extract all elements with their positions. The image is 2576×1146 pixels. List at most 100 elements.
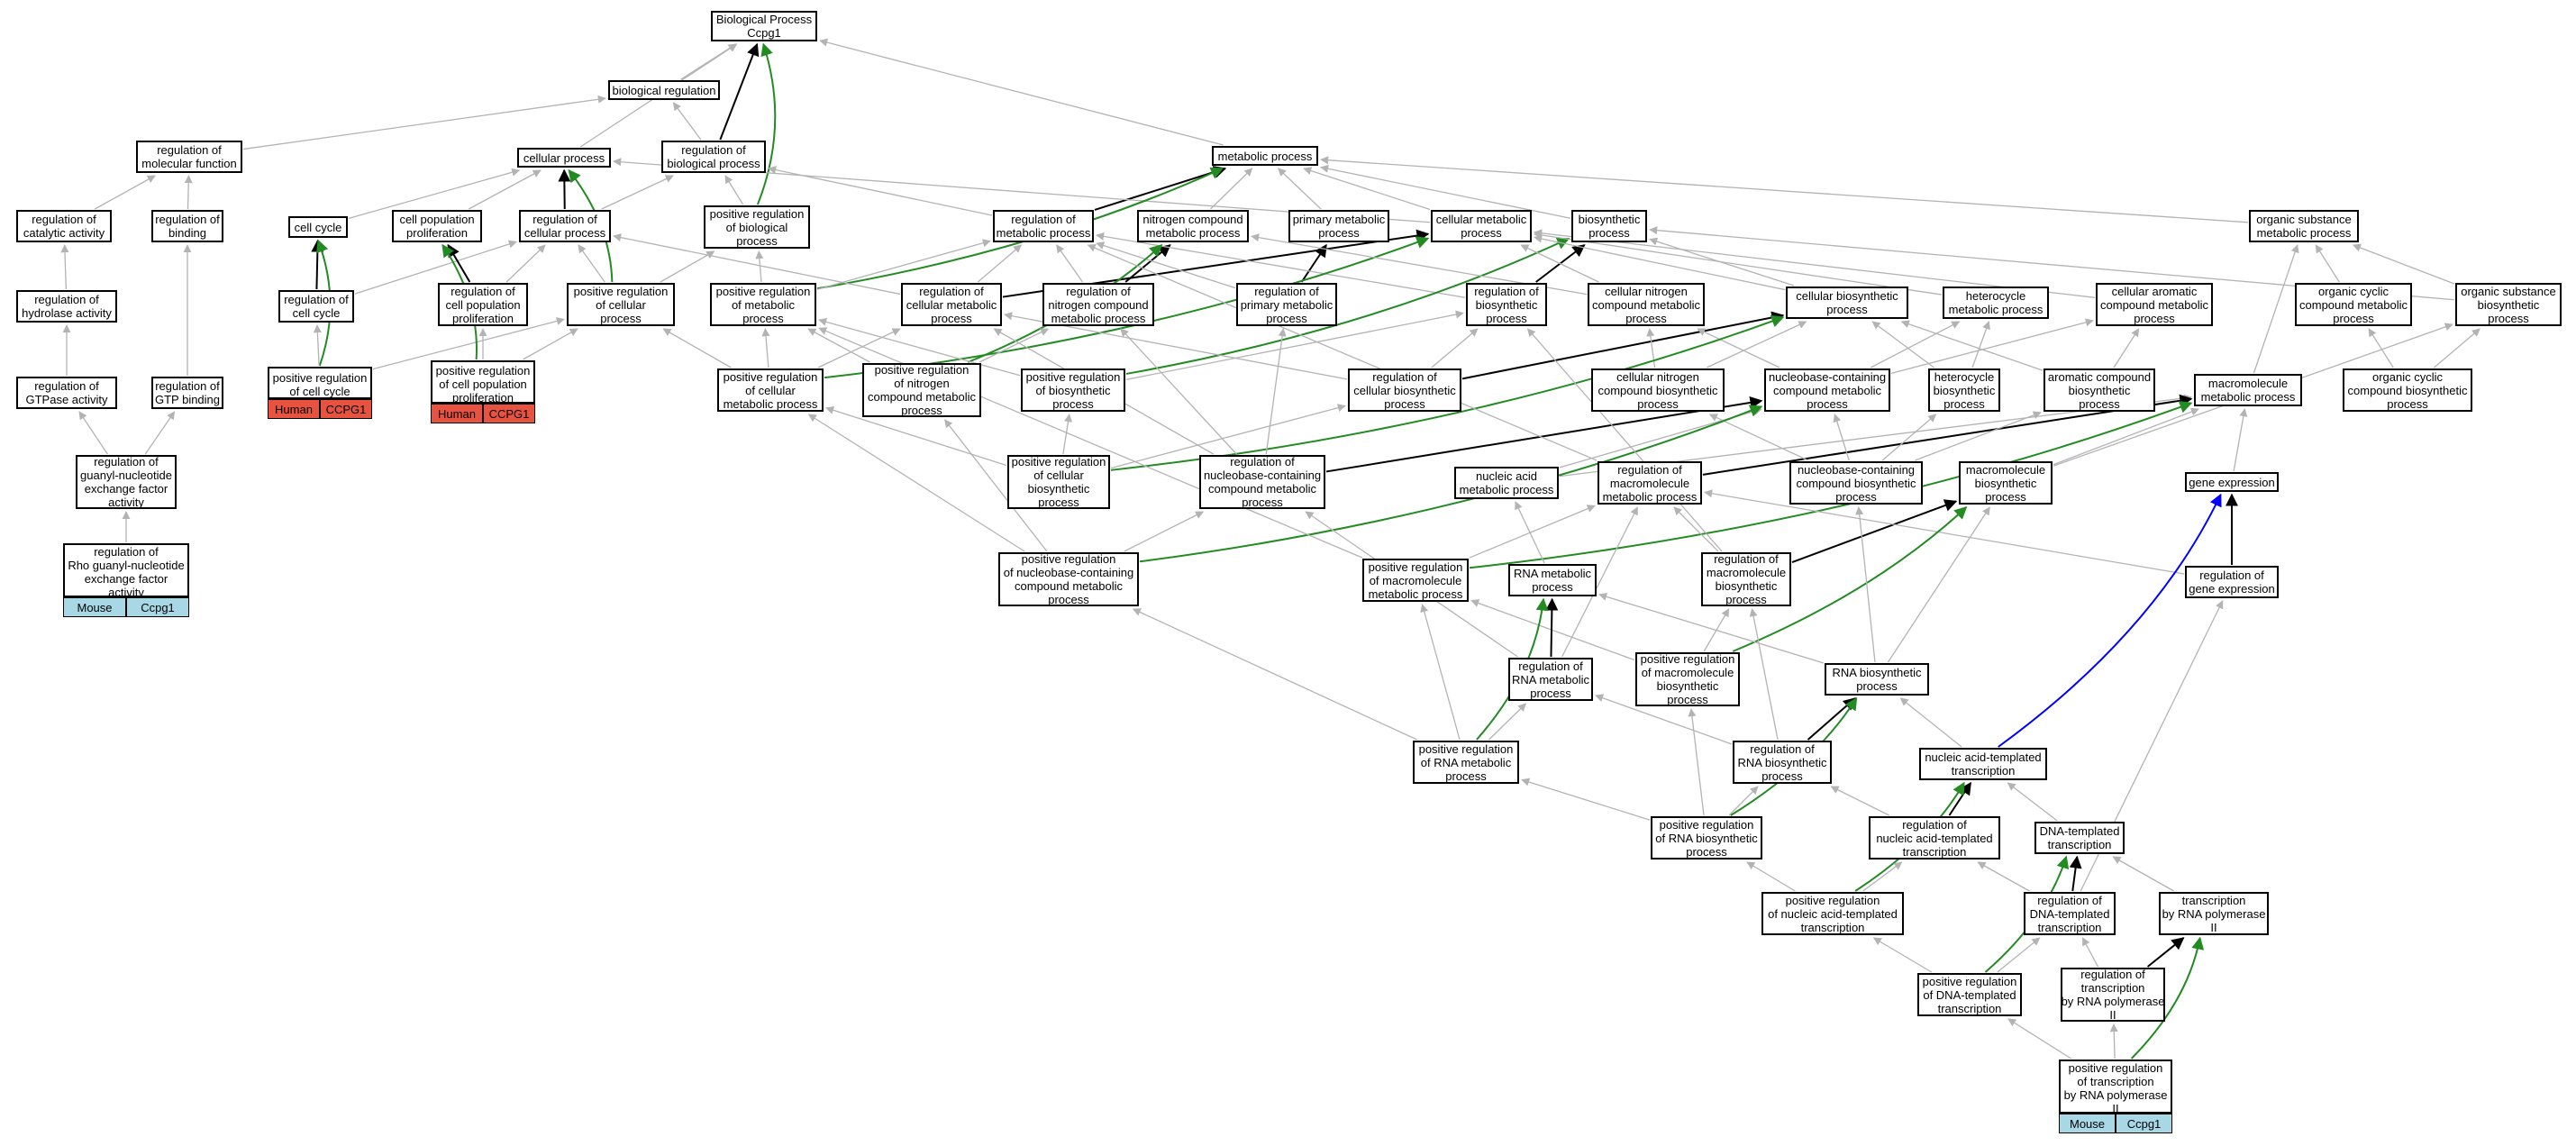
term-node-regulation-transcription-rna-polymerase-ii[interactable]: regulation of transcription by RNA polym… bbox=[2061, 968, 2165, 1022]
term-node-dna-templated-transcription[interactable]: DNA-templated transcription bbox=[2034, 822, 2125, 854]
term-node-regulation-macromolecule-metabolic-process[interactable]: regulation of macromolecule metabolic pr… bbox=[1597, 461, 1702, 505]
edge-is-a bbox=[601, 175, 674, 210]
species-tag: Mouse bbox=[2059, 1114, 2116, 1133]
term-node-regulation-catalytic-activity[interactable]: regulation of catalytic activity bbox=[16, 210, 112, 242]
edge-part-of bbox=[2146, 937, 2185, 968]
term-node-regulation-cellular-metabolic-process[interactable]: regulation of cellular metabolic process bbox=[901, 283, 1002, 326]
term-node-nucleobase-containing-compound-biosynthetic-process[interactable]: nucleobase-containing compound biosynthe… bbox=[1789, 461, 1923, 505]
term-node-regulation-biological-process[interactable]: regulation of biological process bbox=[661, 141, 766, 173]
term-node-regulation-nitrogen-compound-metabolic-process[interactable]: regulation of nitrogen compound metaboli… bbox=[1042, 283, 1154, 326]
term-node-cellular-aromatic-compound-metabolic-process[interactable]: cellular aromatic compound metabolic pro… bbox=[2096, 283, 2213, 326]
term-node-positive-regulation-nucleic-acid-templated-transcription[interactable]: positive regulation of nucleic acid-temp… bbox=[1761, 892, 1904, 935]
term-node-positive-regulation-transcription-rna-polymerase-ii[interactable]: positive regulation of transcription by … bbox=[2059, 1060, 2172, 1133]
term-node-nucleic-acid-metabolic-process[interactable]: nucleic acid metabolic process bbox=[1454, 467, 1559, 499]
term-node-organic-cyclic-compound-biosynthetic-process[interactable]: organic cyclic compound biosynthetic pro… bbox=[2343, 368, 2472, 412]
edge-is-a bbox=[1125, 310, 1464, 380]
term-node-positive-regulation-macromolecule-biosynthetic-process[interactable]: positive regulation of macromolecule bio… bbox=[1635, 652, 1740, 706]
term-node-biosynthetic-process[interactable]: biosynthetic process bbox=[1571, 210, 1647, 242]
term-node-cellular-metabolic-process[interactable]: cellular metabolic process bbox=[1431, 210, 1532, 242]
edge-is-a bbox=[662, 328, 732, 368]
edge-is-a bbox=[1900, 320, 2044, 371]
edge-is-a bbox=[1871, 321, 1934, 368]
term-node-nucleic-acid-templated-transcription[interactable]: nucleic acid-templated transcription bbox=[1919, 748, 2047, 780]
term-node-regulation-gtp-binding[interactable]: regulation of GTP binding bbox=[151, 377, 223, 409]
term-node-regulation-macromolecule-biosynthetic-process[interactable]: regulation of macromolecule biosynthetic… bbox=[1701, 552, 1791, 606]
term-node-nucleobase-containing-compound-metabolic-process[interactable]: nucleobase-containing compound metabolic… bbox=[1764, 368, 1890, 412]
term-node-positive-regulation-cellular-process[interactable]: positive regulation of cellular process bbox=[567, 283, 675, 326]
term-node-cellular-nitrogen-compound-metabolic-process[interactable]: cellular nitrogen compound metabolic pro… bbox=[1588, 283, 1705, 326]
term-node-cellular-nitrogen-compound-biosynthetic-process[interactable]: cellular nitrogen compound biosynthetic … bbox=[1591, 368, 1725, 412]
term-node-regulation-nucleic-acid-templated-transcription[interactable]: regulation of nucleic acid-templated tra… bbox=[1869, 816, 2000, 860]
term-label: Biological Process Ccpg1 bbox=[715, 13, 813, 40]
term-node-regulation-cell-cycle[interactable]: regulation of cell cycle bbox=[278, 290, 354, 323]
term-node-positive-regulation-nucleobase-containing-compound-metabolic-process[interactable]: positive regulation of nucleobase-contai… bbox=[998, 552, 1139, 606]
term-node-positive-regulation-rna-biosynthetic-process[interactable]: positive regulation of RNA biosynthetic … bbox=[1651, 816, 1762, 860]
term-node-regulation-molecular-function[interactable]: regulation of molecular function bbox=[136, 141, 242, 173]
term-node-regulation-hydrolase-activity[interactable]: regulation of hydrolase activity bbox=[16, 290, 117, 323]
term-node-nitrogen-compound-metabolic-process[interactable]: nitrogen compound metabolic process bbox=[1137, 210, 1249, 242]
term-node-regulation-gene-expression[interactable]: regulation of gene expression bbox=[2185, 566, 2279, 598]
term-node-regulation-cell-population-proliferation[interactable]: regulation of cell population proliferat… bbox=[438, 283, 528, 326]
term-node-regulation-biosynthetic-process[interactable]: regulation of biosynthetic process bbox=[1466, 283, 1547, 326]
edge-is-a bbox=[1470, 599, 1635, 661]
edge-part-of bbox=[1300, 243, 1327, 283]
term-node-rna-metabolic-process[interactable]: RNA metabolic process bbox=[1508, 564, 1597, 596]
term-node-positive-regulation-dna-templated-transcription[interactable]: positive regulation of DNA-templated tra… bbox=[1917, 973, 2022, 1016]
term-node-macromolecule-metabolic-process[interactable]: macromolecule metabolic process bbox=[2194, 374, 2302, 406]
term-node-regulation-rna-biosynthetic-process[interactable]: regulation of RNA biosynthetic process bbox=[1733, 741, 1832, 784]
term-label: regulation of metabolic process bbox=[996, 213, 1091, 240]
term-node-positive-regulation-cell-population-proliferation[interactable]: positive regulation of cell population p… bbox=[431, 360, 535, 423]
term-node-cellular-process[interactable]: cellular process bbox=[517, 148, 611, 168]
term-node-aromatic-compound-biosynthetic-process[interactable]: aromatic compound biosynthetic process bbox=[2044, 368, 2155, 412]
edge-is-a bbox=[724, 175, 744, 205]
term-node-bp[interactable]: Biological Process Ccpg1 bbox=[711, 11, 817, 41]
term-node-biological-regulation[interactable]: biological regulation bbox=[608, 80, 720, 100]
term-node-organic-cyclic-compound-metabolic-process[interactable]: organic cyclic compound metabolic proces… bbox=[2295, 283, 2412, 326]
term-node-cell-population-proliferation[interactable]: cell population proliferation bbox=[392, 210, 482, 242]
term-node-heterocycle-metabolic-process[interactable]: heterocycle metabolic process bbox=[1943, 286, 2049, 319]
term-node-positive-regulation-macromolecule-metabolic-process[interactable]: positive regulation of macromolecule met… bbox=[1362, 559, 1469, 602]
term-node-primary-metabolic-process[interactable]: primary metabolic process bbox=[1288, 210, 1389, 242]
term-node-gene-expression[interactable]: gene expression bbox=[2185, 472, 2279, 492]
term-node-positive-regulation-nitrogen-compound-metabolic-process[interactable]: positive regulation of nitrogen compound… bbox=[862, 363, 981, 417]
term-label: organic substance biosynthetic process bbox=[2461, 284, 2556, 325]
term-node-regulation-binding[interactable]: regulation of binding bbox=[151, 210, 223, 242]
term-node-cellular-biosynthetic-process[interactable]: cellular biosynthetic process bbox=[1786, 286, 1908, 319]
term-node-organic-substance-biosynthetic-process[interactable]: organic substance biosynthetic process bbox=[2455, 283, 2562, 326]
term-node-transcription-rna-polymerase-ii[interactable]: transcription by RNA polymerase II bbox=[2159, 892, 2269, 935]
term-label: metabolic process bbox=[1217, 149, 1313, 163]
term-node-regulation-cellular-process[interactable]: regulation of cellular process bbox=[519, 210, 611, 242]
term-label: regulation of cellular metabolic process bbox=[906, 284, 997, 325]
term-node-macromolecule-biosynthetic-process[interactable]: macromolecule biosynthetic process bbox=[1959, 461, 2053, 505]
term-node-metabolic-process[interactable]: metabolic process bbox=[1212, 146, 1318, 166]
term-node-regulation-gtpase-activity[interactable]: regulation of GTPase activity bbox=[16, 377, 117, 409]
term-node-positive-regulation-biological-process[interactable]: positive regulation of biological proces… bbox=[704, 205, 810, 249]
term-node-positive-regulation-rna-metabolic-process[interactable]: positive regulation of RNA metabolic pro… bbox=[1413, 741, 1519, 784]
edge-is-a bbox=[348, 168, 521, 220]
term-node-positive-regulation-cellular-metabolic-process[interactable]: positive regulation of cellular metaboli… bbox=[717, 368, 824, 412]
term-node-regulation-rho-guanyl-exchange[interactable]: regulation of Rho guanyl-nucleotide exch… bbox=[63, 543, 189, 617]
edge-is-a bbox=[755, 250, 764, 283]
term-node-positive-regulation-biosynthetic-process[interactable]: positive regulation of biosynthetic proc… bbox=[1021, 368, 1125, 412]
term-node-positive-regulation-metabolic-process[interactable]: positive regulation of metabolic process bbox=[710, 283, 816, 326]
edge-part-of bbox=[1461, 311, 1785, 380]
term-label: positive regulation of cell cycle bbox=[272, 371, 368, 398]
term-node-positive-regulation-cellular-biosynthetic-process[interactable]: positive regulation of cellular biosynth… bbox=[1007, 455, 1110, 509]
term-node-regulation-cellular-biosynthetic-process[interactable]: regulation of cellular biosynthetic proc… bbox=[1348, 368, 1461, 412]
term-node-rna-biosynthetic-process[interactable]: RNA biosynthetic process bbox=[1825, 663, 1929, 696]
term-node-regulation-primary-metabolic-process[interactable]: regulation of primary metabolic process bbox=[1236, 283, 1337, 326]
term-node-regulation-guanyl-exchange[interactable]: regulation of guanyl-nucleotide exchange… bbox=[76, 455, 177, 509]
gene-tag: Ccpg1 bbox=[2116, 1114, 2172, 1133]
term-node-regulation-metabolic-process[interactable]: regulation of metabolic process bbox=[993, 210, 1094, 242]
term-node-regulation-rna-metabolic-process[interactable]: regulation of RNA metabolic process bbox=[1508, 658, 1593, 701]
term-node-heterocycle-biosynthetic-process[interactable]: heterocycle biosynthetic process bbox=[1928, 368, 2000, 412]
edge-is-a bbox=[1420, 604, 1461, 741]
term-node-regulation-nucleobase-containing-compound-metabolic-process[interactable]: regulation of nucleobase-containing comp… bbox=[1199, 455, 1325, 509]
term-label: RNA biosynthetic process bbox=[1832, 666, 1922, 693]
term-node-organic-substance-metabolic-process[interactable]: organic substance metabolic process bbox=[2249, 210, 2359, 242]
term-node-cell-cycle[interactable]: cell cycle bbox=[288, 216, 348, 238]
term-node-regulation-dna-templated-transcription[interactable]: regulation of DNA-templated transcriptio… bbox=[2024, 892, 2116, 935]
